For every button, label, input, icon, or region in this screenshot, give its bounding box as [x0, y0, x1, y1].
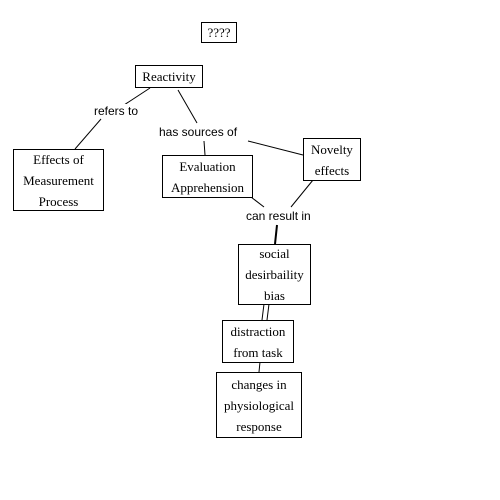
concept-social-desirability-bias[interactable]: social desirbaility bias: [238, 244, 311, 305]
link-line: [247, 140, 304, 156]
concept-evaluation-apprehension[interactable]: Evaluation Apprehension: [162, 155, 253, 198]
title-text: ????: [207, 25, 231, 40]
concept-distraction-from-task[interactable]: distraction from task: [222, 320, 294, 363]
link-line: [261, 303, 265, 321]
concept-label: social desirbaility bias: [245, 246, 304, 303]
link-line: [74, 118, 102, 150]
concept-label: distraction from task: [230, 323, 286, 360]
link-line: [290, 179, 314, 208]
link-line: [274, 224, 278, 245]
link-line: [177, 89, 198, 124]
concept-novelty-effects[interactable]: Novelty effects: [303, 138, 361, 181]
title-box[interactable]: ????: [201, 22, 237, 43]
concept-physiological-response[interactable]: changes in physiological response: [216, 372, 302, 438]
link-line: [250, 196, 265, 208]
concept-effects-of-measurement[interactable]: Effects of Measurement Process: [13, 149, 104, 211]
link-label-has-sources-of[interactable]: has sources of: [157, 125, 240, 139]
link-line: [258, 361, 261, 373]
link-text: can result in: [246, 209, 311, 223]
link-label-refers-to[interactable]: refers to: [92, 104, 141, 118]
link-line: [123, 87, 151, 106]
concept-label: Reactivity: [142, 69, 196, 84]
concept-label: Evaluation Apprehension: [171, 158, 244, 195]
link-line: [203, 140, 206, 156]
link-line: [266, 303, 270, 321]
concept-label: changes in physiological response: [223, 376, 295, 434]
concept-label: Novelty effects: [311, 141, 353, 178]
link-label-can-result-in[interactable]: can result in: [244, 209, 313, 223]
concept-reactivity[interactable]: Reactivity: [135, 65, 203, 88]
concept-label: Effects of Measurement Process: [23, 151, 94, 209]
link-text: has sources of: [159, 125, 238, 139]
link-text: refers to: [94, 104, 139, 118]
